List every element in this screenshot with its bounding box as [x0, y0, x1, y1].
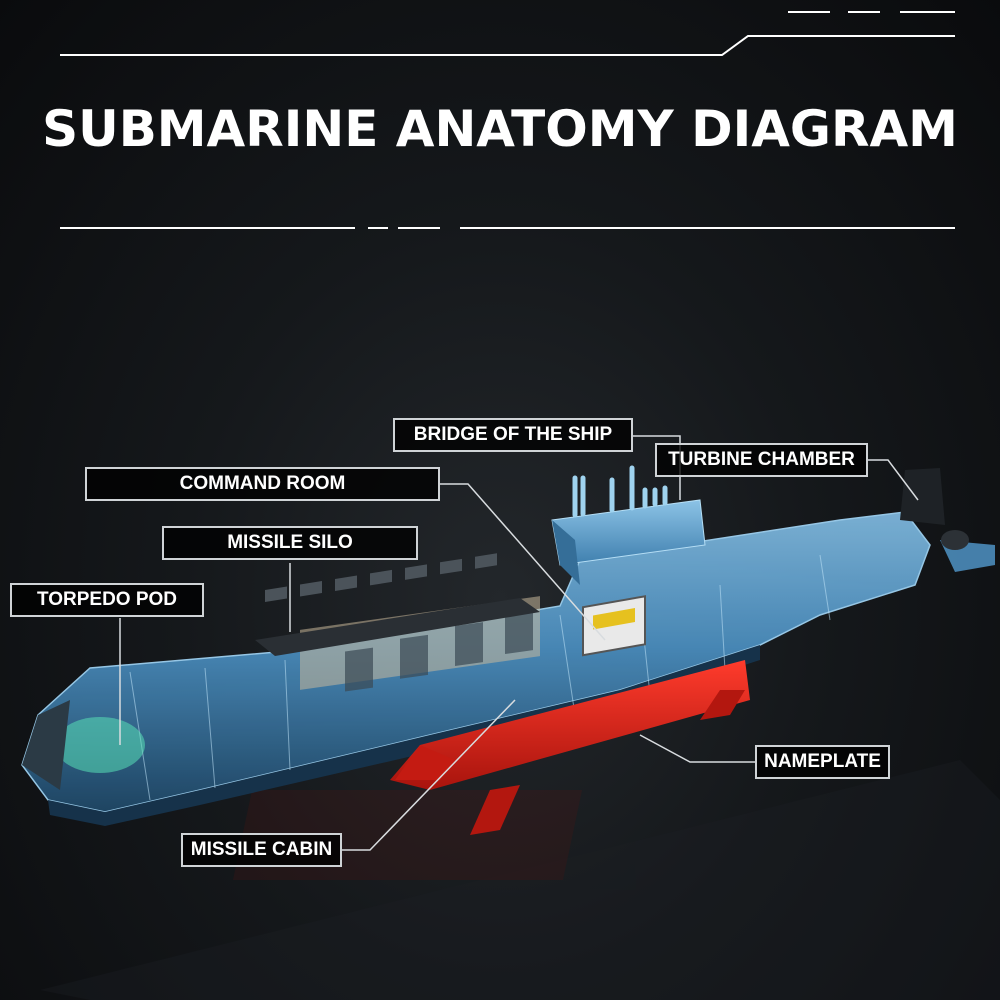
sail-tower	[551, 465, 706, 585]
label-bridge-of-the-ship: BRIDGE OF THE SHIP	[393, 418, 633, 452]
submarine-hull	[21, 511, 931, 826]
diagram-title: SUBMARINE ANATOMY DIAGRAM	[42, 100, 958, 158]
label-missile-cabin: MISSILE CABIN	[181, 833, 342, 867]
leader-lines	[119, 435, 919, 851]
header-decor-lines	[60, 11, 955, 229]
display-stand	[390, 595, 750, 835]
label-missile-silo: MISSILE SILO	[162, 526, 418, 560]
label-turbine-chamber: TURBINE CHAMBER	[655, 443, 868, 477]
label-nameplate: NAMEPLATE	[755, 745, 890, 779]
label-command-room: COMMAND ROOM	[85, 467, 440, 501]
tail-fin	[900, 468, 995, 572]
label-torpedo-pod: TORPEDO POD	[10, 583, 204, 617]
